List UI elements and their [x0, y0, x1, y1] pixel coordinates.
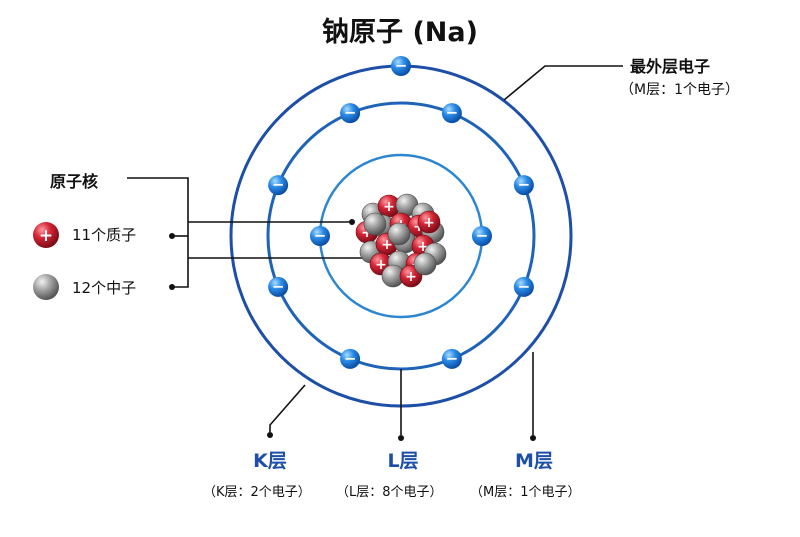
leader-nucleus-bracket: [127, 177, 189, 288]
l-shell-electron: −: [441, 103, 462, 124]
proton-symbol: +: [375, 257, 387, 273]
electrons: − − − − − − − − − − −: [268, 56, 534, 369]
electron-symbol: −: [446, 104, 459, 122]
electron-symbol: −: [314, 227, 327, 245]
m-shell-name: M层: [515, 450, 553, 472]
electron-symbol: −: [446, 349, 459, 367]
k-shell-electron: −: [472, 226, 492, 246]
neutron: [363, 212, 387, 236]
electron-symbol: −: [518, 176, 531, 194]
neutron: [413, 252, 437, 276]
nucleus: ++++++++++: [355, 193, 447, 288]
l-shell-electron: −: [340, 348, 361, 369]
l-shell-name: L层: [387, 450, 419, 472]
proton-symbol: +: [39, 226, 53, 246]
proton-symbol: +: [417, 239, 429, 255]
l-shell-electron: −: [513, 276, 534, 297]
page-title: 钠原子 (Na): [322, 17, 478, 48]
l-shell-electron: −: [340, 103, 361, 124]
proton-symbol: +: [383, 199, 395, 215]
leader-k-shell: [269, 384, 306, 432]
nucleus-label: 原子核: [50, 172, 99, 191]
m-shell-sub: （M层：1个电子）: [470, 485, 581, 500]
leader-lines: [127, 65, 623, 435]
outer-electron-label: 最外层电子: [630, 57, 711, 76]
proton: +: [417, 210, 441, 234]
l-shell-electron: −: [513, 175, 534, 196]
outer-electron-sub: （M层：1个电子）: [620, 82, 739, 98]
electron-symbol: −: [344, 104, 357, 122]
electron-symbol: −: [272, 176, 285, 194]
m-shell-electron: −: [391, 56, 411, 76]
electron-symbol: −: [344, 349, 357, 367]
proton-symbol: +: [381, 237, 393, 253]
electron-symbol: −: [272, 277, 285, 295]
l-shell-electron: −: [441, 348, 462, 369]
neutron: [387, 222, 411, 246]
k-shell-electron: −: [310, 226, 330, 246]
electron-symbol: −: [476, 227, 489, 245]
k-shell-sub: （K层：2个电子）: [203, 485, 311, 500]
proton-symbol: +: [423, 215, 435, 231]
proton-label: 11个质子: [72, 226, 137, 244]
electron-symbol: −: [395, 57, 408, 75]
l-shell-electron: −: [268, 175, 289, 196]
leader-outer-electron: [503, 65, 623, 101]
proton-symbol: +: [405, 269, 417, 285]
l-shell-electron: −: [268, 276, 289, 297]
neutron-legend-icon: [33, 274, 59, 300]
proton-symbol: +: [361, 225, 373, 241]
electron-symbol: −: [518, 277, 531, 295]
neutron-label: 12个中子: [72, 279, 137, 297]
k-shell-name: K层: [253, 450, 287, 472]
proton-legend-icon: +: [33, 222, 59, 248]
l-shell-sub: （L层：8个电子）: [336, 485, 443, 500]
legend: +: [33, 222, 59, 300]
